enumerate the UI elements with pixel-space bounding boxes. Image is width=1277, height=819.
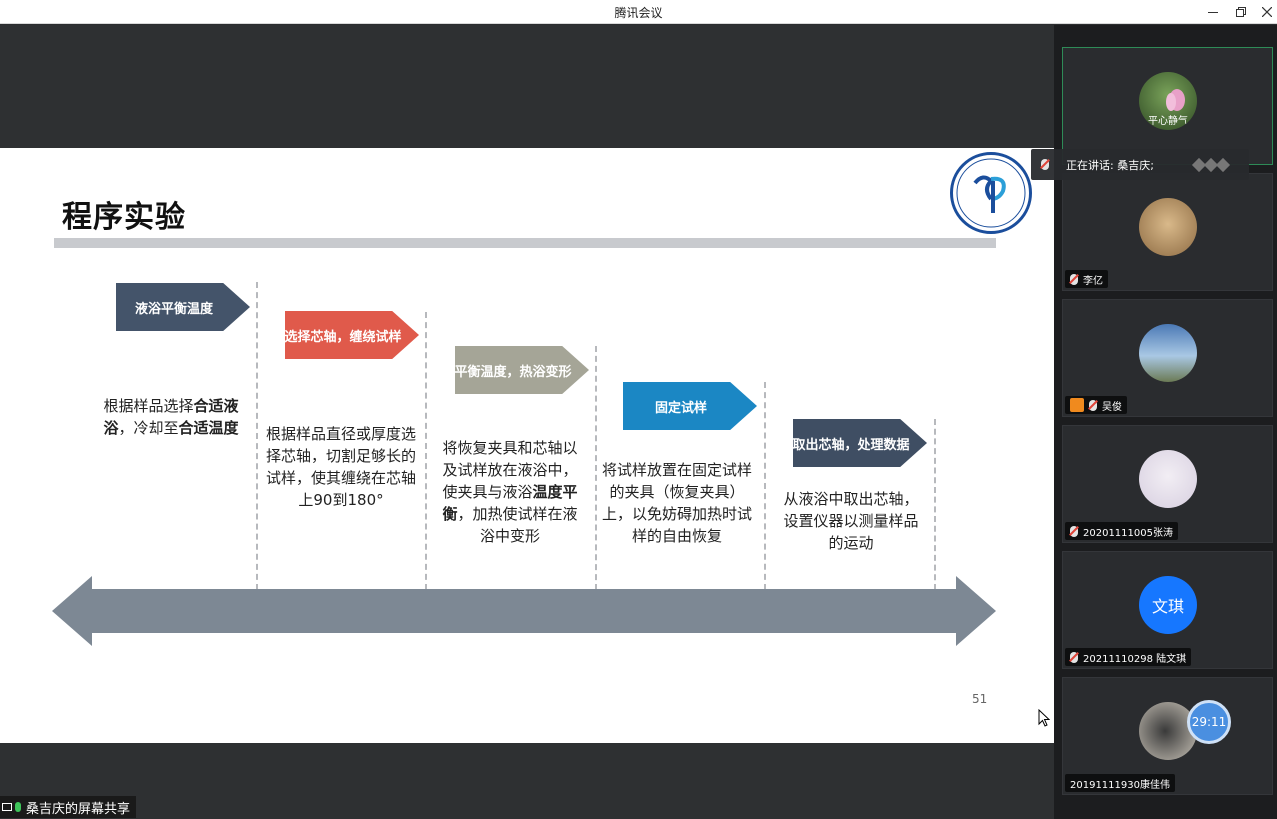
mic-icon [15,802,21,812]
university-logo [950,152,1032,234]
participant-name-tag: 20201111005张涛 [1065,522,1178,540]
screen-share-icon [2,803,12,811]
step-2-arrow: 选择芯轴，缠绕试样 [285,311,419,359]
avatar [1139,198,1197,256]
participant-sidebar[interactable]: 平心静气 李亿 吴俊 20201111005张涛 文琪 20211110298 … [1054,25,1277,819]
speaking-indicator: 正在讲话: 桑吉庆; [1031,149,1249,180]
step-divider [764,382,766,590]
participant-name-tag: 吴俊 [1065,396,1127,414]
avatar-text: 平心静气 [1148,116,1188,127]
participant-name-tag: 李亿 [1065,270,1108,288]
avatar: 平心静气 [1139,72,1197,130]
window-title: 腾讯会议 [614,6,663,20]
step-3-label: 平衡温度，热浴变形 [454,364,572,380]
step-5-label: 取出芯轴，处理数据 [792,437,910,453]
step-divider [934,419,936,590]
step-4-arrow: 固定试样 [623,382,757,430]
mic-muted-icon [1070,273,1078,285]
timeline-double-arrow [52,576,996,646]
signal-icon [1191,157,1230,172]
minimize-icon [1208,11,1218,13]
avatar: 文琪 [1139,576,1197,634]
restore-icon [1236,7,1246,17]
title-underline [54,238,996,248]
mic-muted-icon [1070,525,1078,537]
step-4-description: 将试样放置在固定试样的夹具（恢复夹具）上，以免妨碍加热时试样的自由恢复 [601,461,752,545]
shared-screen-area: 程序实验 液浴平衡温度 选择芯轴，缠绕试样 平衡温度，热浴变形 固定试样 [0,25,1054,819]
meeting-timer: 29:11 [1187,700,1231,744]
screen-share-label[interactable]: 桑吉庆的屏幕共享 [0,796,137,818]
mouse-cursor-icon [1038,709,1050,727]
mic-muted-icon [1041,159,1049,170]
participant-tile[interactable]: 20201111005张涛 [1062,425,1273,543]
close-icon [1262,7,1272,17]
logo-icon [956,158,1026,228]
window-titlebar: 腾讯会议 [0,0,1277,24]
step-divider [595,346,597,590]
participant-tile[interactable]: 文琪 20211110298 陆文琪 [1062,551,1273,669]
lotus-icon [1166,89,1185,111]
step-4-label: 固定试样 [654,400,707,416]
step-5-arrow: 取出芯轴，处理数据 [793,419,927,467]
avatar [1139,450,1197,508]
minimize-button[interactable] [1198,0,1228,24]
mic-muted-icon [1089,399,1097,411]
speaking-text: 正在讲话: 桑吉庆; [1066,158,1154,172]
participant-tile[interactable]: 29:11 20191111930康佳伟 [1062,677,1273,795]
step-1-description: 根据样品选择合适液浴，冷却至合适温度 [103,397,239,437]
avatar [1139,324,1197,382]
slide-title: 程序实验 [62,200,186,235]
participant-name-tag: 20191111930康佳伟 [1065,774,1175,792]
avatar [1139,702,1197,760]
step-1-arrow: 液浴平衡温度 [116,283,250,331]
step-5-description: 从液浴中取出芯轴，设置仪器以测量样品的运动 [783,490,919,552]
step-3-description: 将恢复夹具和芯轴以及试样放在液浴中，使夹具与液浴温度平衡，加热使试样在液浴中变形 [442,439,578,545]
mic-muted-icon [1070,651,1078,663]
participant-tile[interactable]: 李亿 [1062,173,1273,291]
user-icon [1070,398,1084,412]
participant-name-tag: 20211110298 陆文琪 [1065,648,1192,666]
restore-button[interactable] [1226,0,1256,24]
slide-page-number: 51 [972,692,988,706]
close-button[interactable] [1252,0,1277,24]
step-2-label: 选择芯轴，缠绕试样 [284,329,402,345]
step-divider [256,282,258,590]
participant-tile[interactable]: 平心静气 [1062,47,1273,165]
step-3-arrow: 平衡温度，热浴变形 [455,346,589,394]
participant-tile[interactable]: 吴俊 [1062,299,1273,417]
step-divider [425,312,427,590]
step-1-label: 液浴平衡温度 [134,301,213,317]
presentation-slide: 程序实验 液浴平衡温度 选择芯轴，缠绕试样 平衡温度，热浴变形 固定试样 [0,148,1054,743]
step-2-description: 根据样品直径或厚度选择芯轴，切割足够长的试样，使其缠绕在芯轴上90到180° [266,425,417,509]
